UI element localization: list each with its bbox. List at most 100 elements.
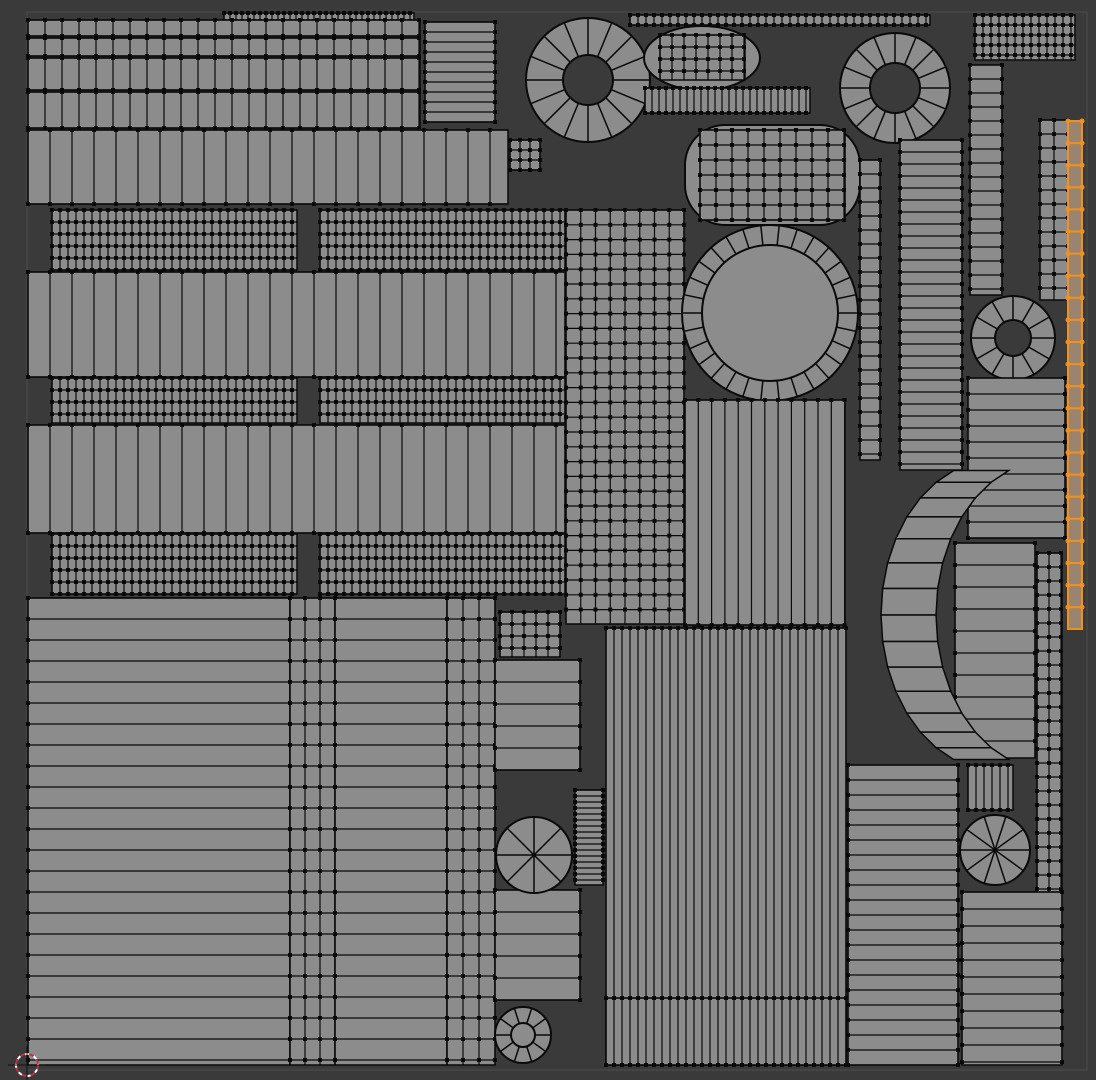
uv-island-ring[interactable] xyxy=(681,224,859,402)
uv-island[interactable] xyxy=(288,596,337,1066)
uv-vertex xyxy=(180,270,184,274)
uv-island[interactable] xyxy=(1038,118,1070,301)
uv-vertex xyxy=(1059,859,1063,863)
uv-island-ring[interactable] xyxy=(970,295,1056,381)
uv-vertex xyxy=(742,57,746,61)
uv-vertex xyxy=(1029,13,1033,17)
uv-vertex xyxy=(145,36,149,40)
uv-island-arc[interactable] xyxy=(880,469,1012,761)
uv-vertex xyxy=(477,1058,481,1062)
uv-edge xyxy=(689,276,709,287)
uv-vertex xyxy=(898,270,902,274)
uv-vertex xyxy=(593,444,598,449)
uv-island[interactable] xyxy=(50,532,298,596)
uv-island[interactable] xyxy=(26,270,566,379)
uv-vertex xyxy=(334,400,338,404)
uv-island-face xyxy=(509,139,541,171)
uv-island[interactable] xyxy=(26,56,421,92)
uv-vertex xyxy=(234,532,238,536)
uv-island[interactable] xyxy=(643,86,811,115)
uv-island[interactable] xyxy=(604,626,848,1067)
uv-vertex xyxy=(676,23,680,27)
uv-island[interactable] xyxy=(698,128,846,222)
uv-island[interactable] xyxy=(573,788,605,886)
uv-island[interactable] xyxy=(50,208,298,272)
uv-vertex xyxy=(318,568,322,572)
uv-vertex xyxy=(288,617,292,621)
uv-vertex xyxy=(534,544,538,548)
uv-island-ring[interactable] xyxy=(959,814,1031,886)
uv-island[interactable] xyxy=(960,890,1064,1066)
uv-vertex xyxy=(374,580,378,584)
uv-island[interactable] xyxy=(628,13,931,27)
uv-island-ring[interactable] xyxy=(494,1006,552,1064)
uv-island[interactable] xyxy=(333,596,449,1066)
uv-island[interactable] xyxy=(26,423,566,535)
uv-island[interactable] xyxy=(658,33,746,81)
uv-island[interactable] xyxy=(846,763,960,1067)
selected-uv-island[interactable] xyxy=(1065,118,1085,630)
uv-island[interactable] xyxy=(318,208,566,272)
uv-vertex xyxy=(358,388,362,392)
uv-island[interactable] xyxy=(604,996,848,1067)
uv-vertex xyxy=(210,232,214,236)
uv-vertex xyxy=(213,56,217,60)
uv-island[interactable] xyxy=(26,596,292,1066)
uv-vertex xyxy=(138,568,142,572)
uv-vertex xyxy=(445,1016,449,1020)
uv-vertex xyxy=(154,544,158,548)
uv-vertex xyxy=(510,232,514,236)
uv-vertex xyxy=(1047,593,1051,597)
uv-vertex xyxy=(74,220,78,224)
uv-vertex xyxy=(26,890,30,894)
uv-vertex xyxy=(423,30,427,34)
uv-island[interactable] xyxy=(318,376,566,424)
uv-vertex xyxy=(202,423,206,427)
uv-vertex xyxy=(601,824,605,828)
uv-vertex xyxy=(578,208,583,212)
uv-island[interactable] xyxy=(498,610,562,658)
uv-island[interactable] xyxy=(683,398,847,627)
uv-island[interactable] xyxy=(26,128,509,206)
uv-vertex xyxy=(462,208,466,212)
uv-island[interactable] xyxy=(50,376,298,424)
uv-island-ring[interactable] xyxy=(839,32,951,144)
uv-vertex xyxy=(318,743,322,747)
uv-vertex xyxy=(178,556,182,560)
uv-vertex xyxy=(250,268,254,272)
uv-vertex xyxy=(643,111,647,115)
uv-vertex xyxy=(350,388,354,392)
uv-vertex xyxy=(608,459,613,464)
uv-island[interactable] xyxy=(973,13,1076,61)
uv-vertex xyxy=(334,423,338,427)
uv-island[interactable] xyxy=(445,596,497,1066)
uv-island[interactable] xyxy=(26,18,421,38)
uv-island-ring[interactable] xyxy=(525,17,651,143)
uv-islands[interactable] xyxy=(26,11,1076,1067)
uv-vertex xyxy=(564,430,568,434)
2d-cursor-icon[interactable] xyxy=(8,1046,46,1080)
uv-island[interactable] xyxy=(1035,551,1063,894)
uv-island[interactable] xyxy=(508,138,542,172)
uv-island[interactable] xyxy=(858,158,882,461)
uv-vertex xyxy=(326,544,330,548)
uv-vertex xyxy=(170,568,174,572)
uv-island[interactable] xyxy=(26,90,421,130)
uv-vertex xyxy=(226,592,230,596)
uv-island[interactable] xyxy=(564,208,686,625)
uv-island-ring[interactable] xyxy=(495,816,573,894)
uv-island[interactable] xyxy=(968,63,1004,296)
uv-vertex xyxy=(350,532,354,536)
uv-island[interactable] xyxy=(966,376,1067,540)
uv-vertex xyxy=(454,220,458,224)
uv-vertex xyxy=(502,556,506,560)
uv-island[interactable] xyxy=(318,532,566,596)
uv-island[interactable] xyxy=(493,658,582,772)
uv-island[interactable] xyxy=(966,763,1014,812)
uv-island[interactable] xyxy=(493,888,582,1002)
uv-island[interactable] xyxy=(26,36,421,58)
uv-vertex xyxy=(573,818,577,822)
uv-island[interactable] xyxy=(423,20,497,124)
uv-island[interactable] xyxy=(898,138,964,471)
